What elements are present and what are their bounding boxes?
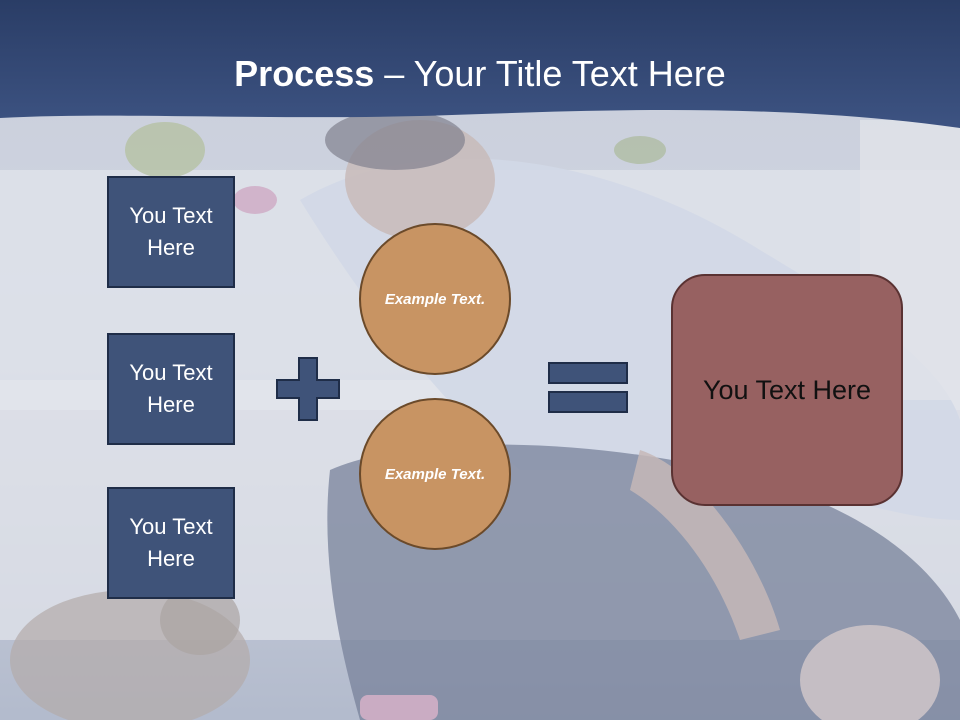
example-circle-1[interactable]: Example Text. — [359, 223, 511, 375]
text-box-3[interactable]: You Text Here — [107, 487, 235, 599]
text-box-2[interactable]: You Text Here — [107, 333, 235, 445]
equals-bar-bottom — [548, 391, 628, 413]
equals-bar-top — [548, 362, 628, 384]
title-bold: Process — [234, 53, 375, 94]
title-rest: – Your Title Text Here — [374, 53, 726, 94]
page-title: Process – Your Title Text Here — [0, 52, 960, 96]
result-box[interactable]: You Text Here — [671, 274, 903, 506]
example-circle-2[interactable]: Example Text. — [359, 398, 511, 550]
text-box-1[interactable]: You Text Here — [107, 176, 235, 288]
plus-icon — [276, 357, 340, 421]
header-band — [0, 0, 960, 128]
